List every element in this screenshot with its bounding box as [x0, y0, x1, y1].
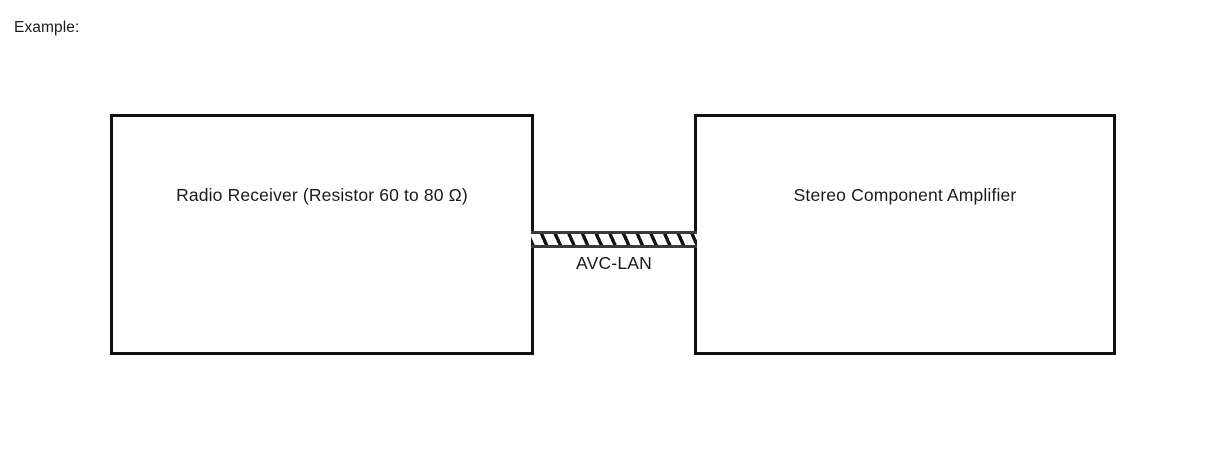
example-caption: Example: [14, 19, 80, 36]
component-label-stereo-amplifier: Stereo Component Amplifier [793, 185, 1017, 205]
hatched-band-icon [531, 231, 697, 248]
component-box-radio-receiver: Radio Receiver (Resistor 60 to 80 Ω) [110, 114, 534, 355]
connector-label-avc-lan: AVC-LAN [576, 253, 652, 273]
component-label-radio-receiver: Radio Receiver (Resistor 60 to 80 Ω) [176, 185, 468, 205]
component-box-stereo-amplifier: Stereo Component Amplifier [694, 114, 1116, 355]
connector-avc-lan: AVC-LAN [531, 231, 697, 273]
